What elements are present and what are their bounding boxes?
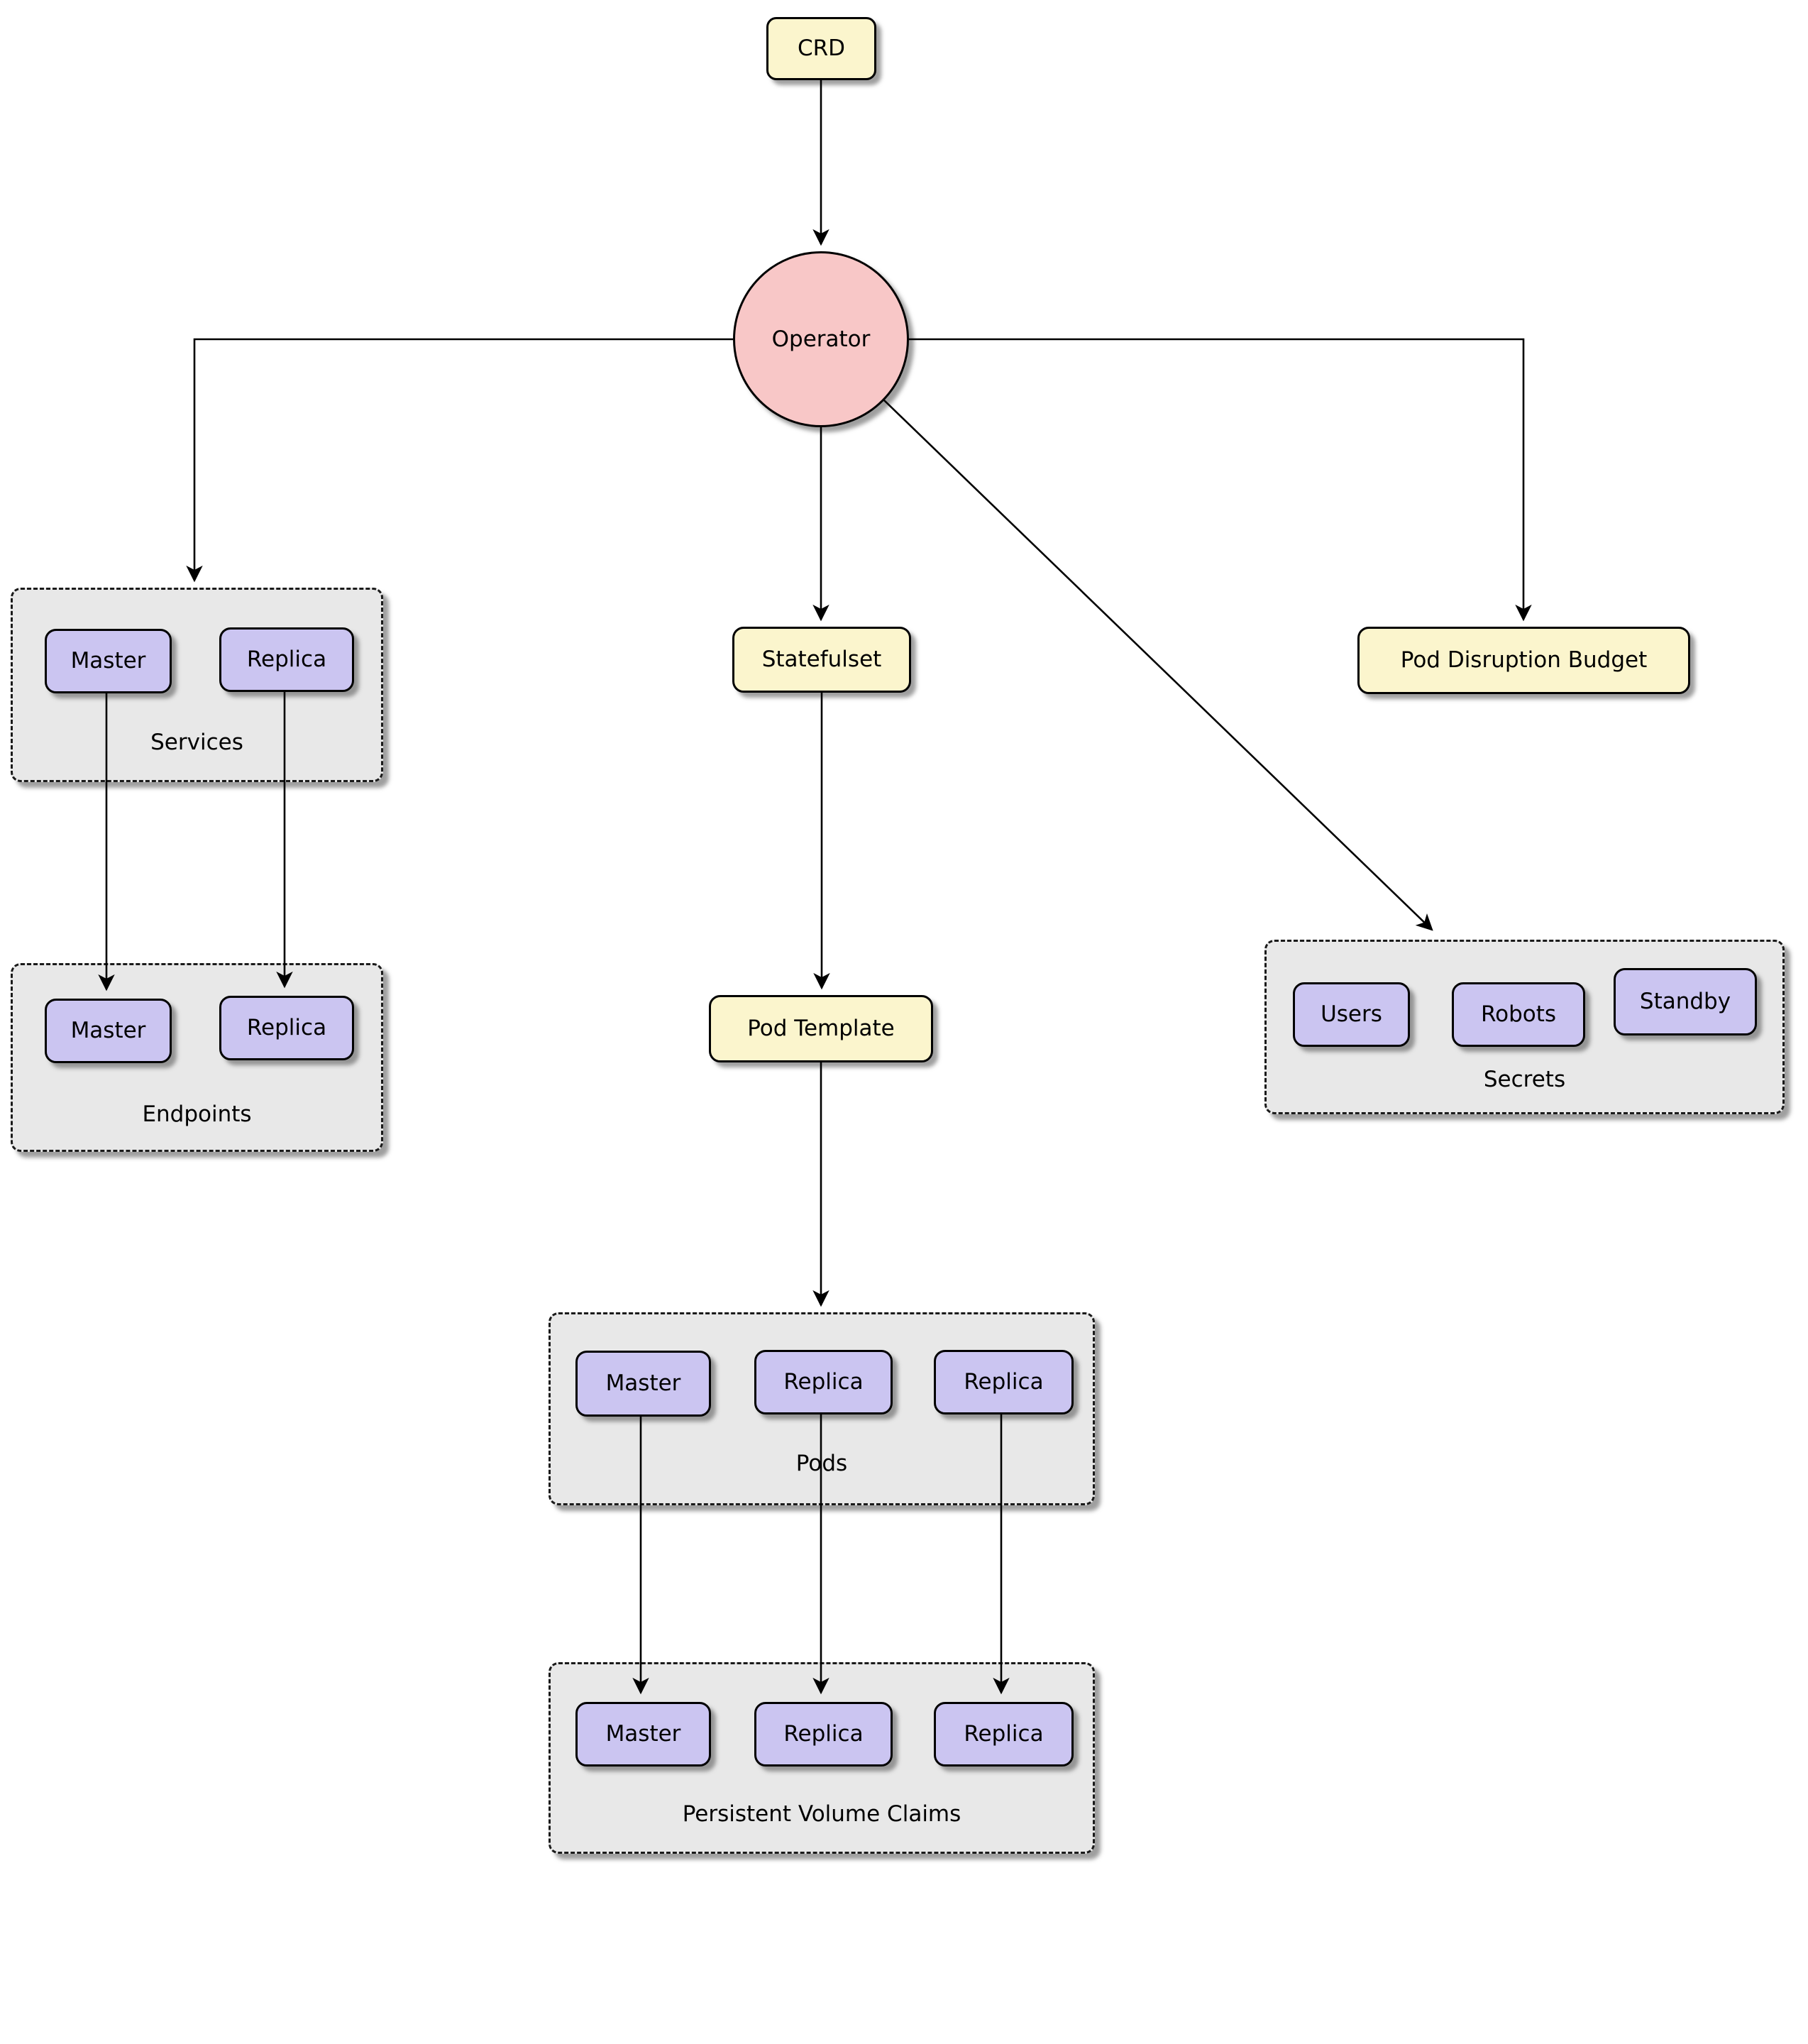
- services-group: Master Replica Services: [11, 588, 383, 782]
- operator-node: Operator: [733, 251, 909, 427]
- services-replica-node: Replica: [219, 627, 354, 692]
- secrets-users-node: Users: [1293, 982, 1410, 1047]
- endpoints-group: Master Replica Endpoints: [11, 963, 383, 1152]
- pod-disruption-budget-node: Pod Disruption Budget: [1357, 627, 1690, 694]
- pods-replica1-node: Replica: [754, 1350, 893, 1414]
- services-group-label: Services: [150, 730, 243, 755]
- persistent-volume-claims-group-label: Persistent Volume Claims: [682, 1801, 961, 1827]
- arrow-operator-to-pod-disruption-budget: [909, 338, 1532, 622]
- pvc-replica2-node: Replica: [934, 1702, 1074, 1766]
- arrow-operator-to-services: [186, 338, 733, 583]
- secrets-group: Users Robots Standby Secrets: [1264, 940, 1785, 1114]
- pods-master-node: Master: [575, 1351, 711, 1417]
- services-master-node: Master: [45, 629, 172, 693]
- pods-replica2-node: Replica: [934, 1350, 1074, 1414]
- endpoints-replica-node: Replica: [219, 996, 354, 1060]
- pods-group: Master Replica Replica Pods: [549, 1312, 1095, 1505]
- endpoints-master-node: Master: [45, 999, 172, 1063]
- statefulset-node: Statefulset: [732, 627, 911, 693]
- pod-template-node: Pod Template: [709, 995, 933, 1062]
- pvc-master-node: Master: [575, 1702, 711, 1766]
- secrets-standby-node: Standby: [1614, 968, 1757, 1035]
- secrets-group-label: Secrets: [1483, 1067, 1566, 1092]
- pvc-replica1-node: Replica: [754, 1702, 893, 1766]
- crd-node: CRD: [766, 17, 876, 80]
- pods-group-label: Pods: [795, 1451, 848, 1476]
- persistent-volume-claims-group: Master Replica Replica Persistent Volume…: [549, 1662, 1095, 1854]
- endpoints-group-label: Endpoints: [142, 1101, 252, 1127]
- arrow-operator-to-secrets: [883, 400, 1433, 931]
- secrets-robots-node: Robots: [1452, 982, 1585, 1047]
